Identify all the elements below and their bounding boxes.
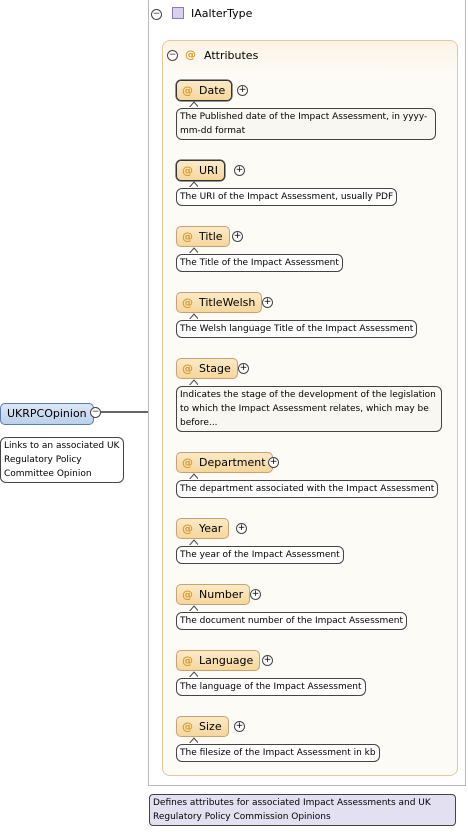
- expand-icon[interactable]: +: [238, 363, 249, 374]
- attribute-size[interactable]: @ Size: [176, 716, 229, 737]
- note-pointer: [189, 247, 198, 253]
- attribute-at-icon: @: [185, 48, 196, 61]
- attribute-name: Date: [199, 84, 226, 97]
- attribute-doc: The Published date of the Impact Assessm…: [176, 108, 436, 140]
- attribute-at-icon: @: [182, 588, 193, 601]
- attribute-at-icon: @: [182, 522, 193, 535]
- type-note: Defines attributes for associated Impact…: [149, 794, 456, 826]
- attribute-name: URI: [199, 164, 218, 177]
- element-ukrpc-opinion[interactable]: UKRPCOpinion: [0, 403, 94, 425]
- attributes-label: Attributes: [204, 49, 259, 62]
- note-pointer: [189, 181, 198, 187]
- attribute-title[interactable]: @ Title: [176, 226, 230, 247]
- attribute-at-icon: @: [182, 296, 193, 309]
- expand-icon[interactable]: +: [236, 523, 247, 534]
- expand-icon[interactable]: +: [234, 721, 245, 732]
- note-pointer: [189, 539, 198, 545]
- attribute-name: Number: [199, 588, 244, 601]
- expand-icon[interactable]: +: [262, 297, 273, 308]
- attribute-at-icon: @: [182, 164, 193, 177]
- attribute-name: Size: [199, 720, 222, 733]
- attribute-at-icon: @: [182, 720, 193, 733]
- attribute-department[interactable]: @ Department: [176, 452, 273, 473]
- attribute-name: Department: [199, 456, 266, 469]
- attribute-at-icon: @: [182, 654, 193, 667]
- attribute-at-icon: @: [182, 230, 193, 243]
- note-pointer: [189, 671, 198, 677]
- attribute-date[interactable]: @ Date: [176, 80, 233, 101]
- expand-icon[interactable]: +: [268, 457, 279, 468]
- attribute-name: Language: [199, 654, 254, 667]
- attribute-doc: The language of the Impact Assessment: [176, 678, 366, 696]
- expand-icon[interactable]: +: [232, 231, 243, 242]
- attribute-stage[interactable]: @ Stage: [176, 358, 238, 379]
- attribute-titlewelsh[interactable]: @ TitleWelsh: [176, 292, 263, 313]
- attribute-doc: Indicates the stage of the development o…: [176, 386, 442, 432]
- attribute-name: Stage: [199, 362, 231, 375]
- note-pointer: [189, 379, 198, 385]
- attribute-name: TitleWelsh: [199, 296, 256, 309]
- attribute-at-icon: @: [182, 456, 193, 469]
- attribute-doc: The department associated with the Impac…: [176, 480, 439, 498]
- attribute-doc: The document number of the Impact Assess…: [176, 612, 407, 630]
- type-name: IAalterType: [191, 7, 253, 20]
- expand-icon[interactable]: +: [250, 589, 261, 600]
- attribute-language[interactable]: @ Language: [176, 650, 261, 671]
- collapse-icon[interactable]: −: [90, 407, 101, 418]
- attribute-doc: The year of the Impact Assessment: [176, 546, 344, 564]
- attribute-year[interactable]: @ Year: [176, 518, 230, 539]
- attribute-at-icon: @: [182, 84, 193, 97]
- note-pointer: [189, 473, 198, 479]
- complex-type-icon: [172, 7, 184, 19]
- expand-icon[interactable]: +: [234, 165, 245, 176]
- attributes-group-header: [163, 41, 457, 71]
- expand-icon[interactable]: +: [262, 655, 273, 666]
- attribute-doc: The URI of the Impact Assessment, usuall…: [176, 188, 398, 206]
- attribute-at-icon: @: [182, 362, 193, 375]
- element-name: UKRPCOpinion: [7, 407, 87, 420]
- attribute-doc: The filesize of the Impact Assessment in…: [176, 744, 380, 762]
- attribute-doc: The Welsh language Title of the Impact A…: [176, 320, 418, 338]
- note-pointer: [189, 101, 198, 107]
- note-pointer: [189, 737, 198, 743]
- attribute-number[interactable]: @ Number: [176, 584, 251, 605]
- attribute-name: Year: [199, 522, 223, 535]
- collapse-icon[interactable]: −: [151, 9, 162, 20]
- attribute-uri[interactable]: @ URI: [176, 160, 225, 181]
- expand-icon[interactable]: +: [237, 85, 248, 96]
- note-pointer: [189, 313, 198, 319]
- attribute-doc: The Title of the Impact Assessment: [176, 254, 343, 272]
- attribute-name: Title: [199, 230, 223, 243]
- element-note: Links to an associated UK Regulatory Pol…: [0, 437, 124, 483]
- collapse-icon[interactable]: −: [167, 50, 178, 61]
- note-pointer: [189, 605, 198, 611]
